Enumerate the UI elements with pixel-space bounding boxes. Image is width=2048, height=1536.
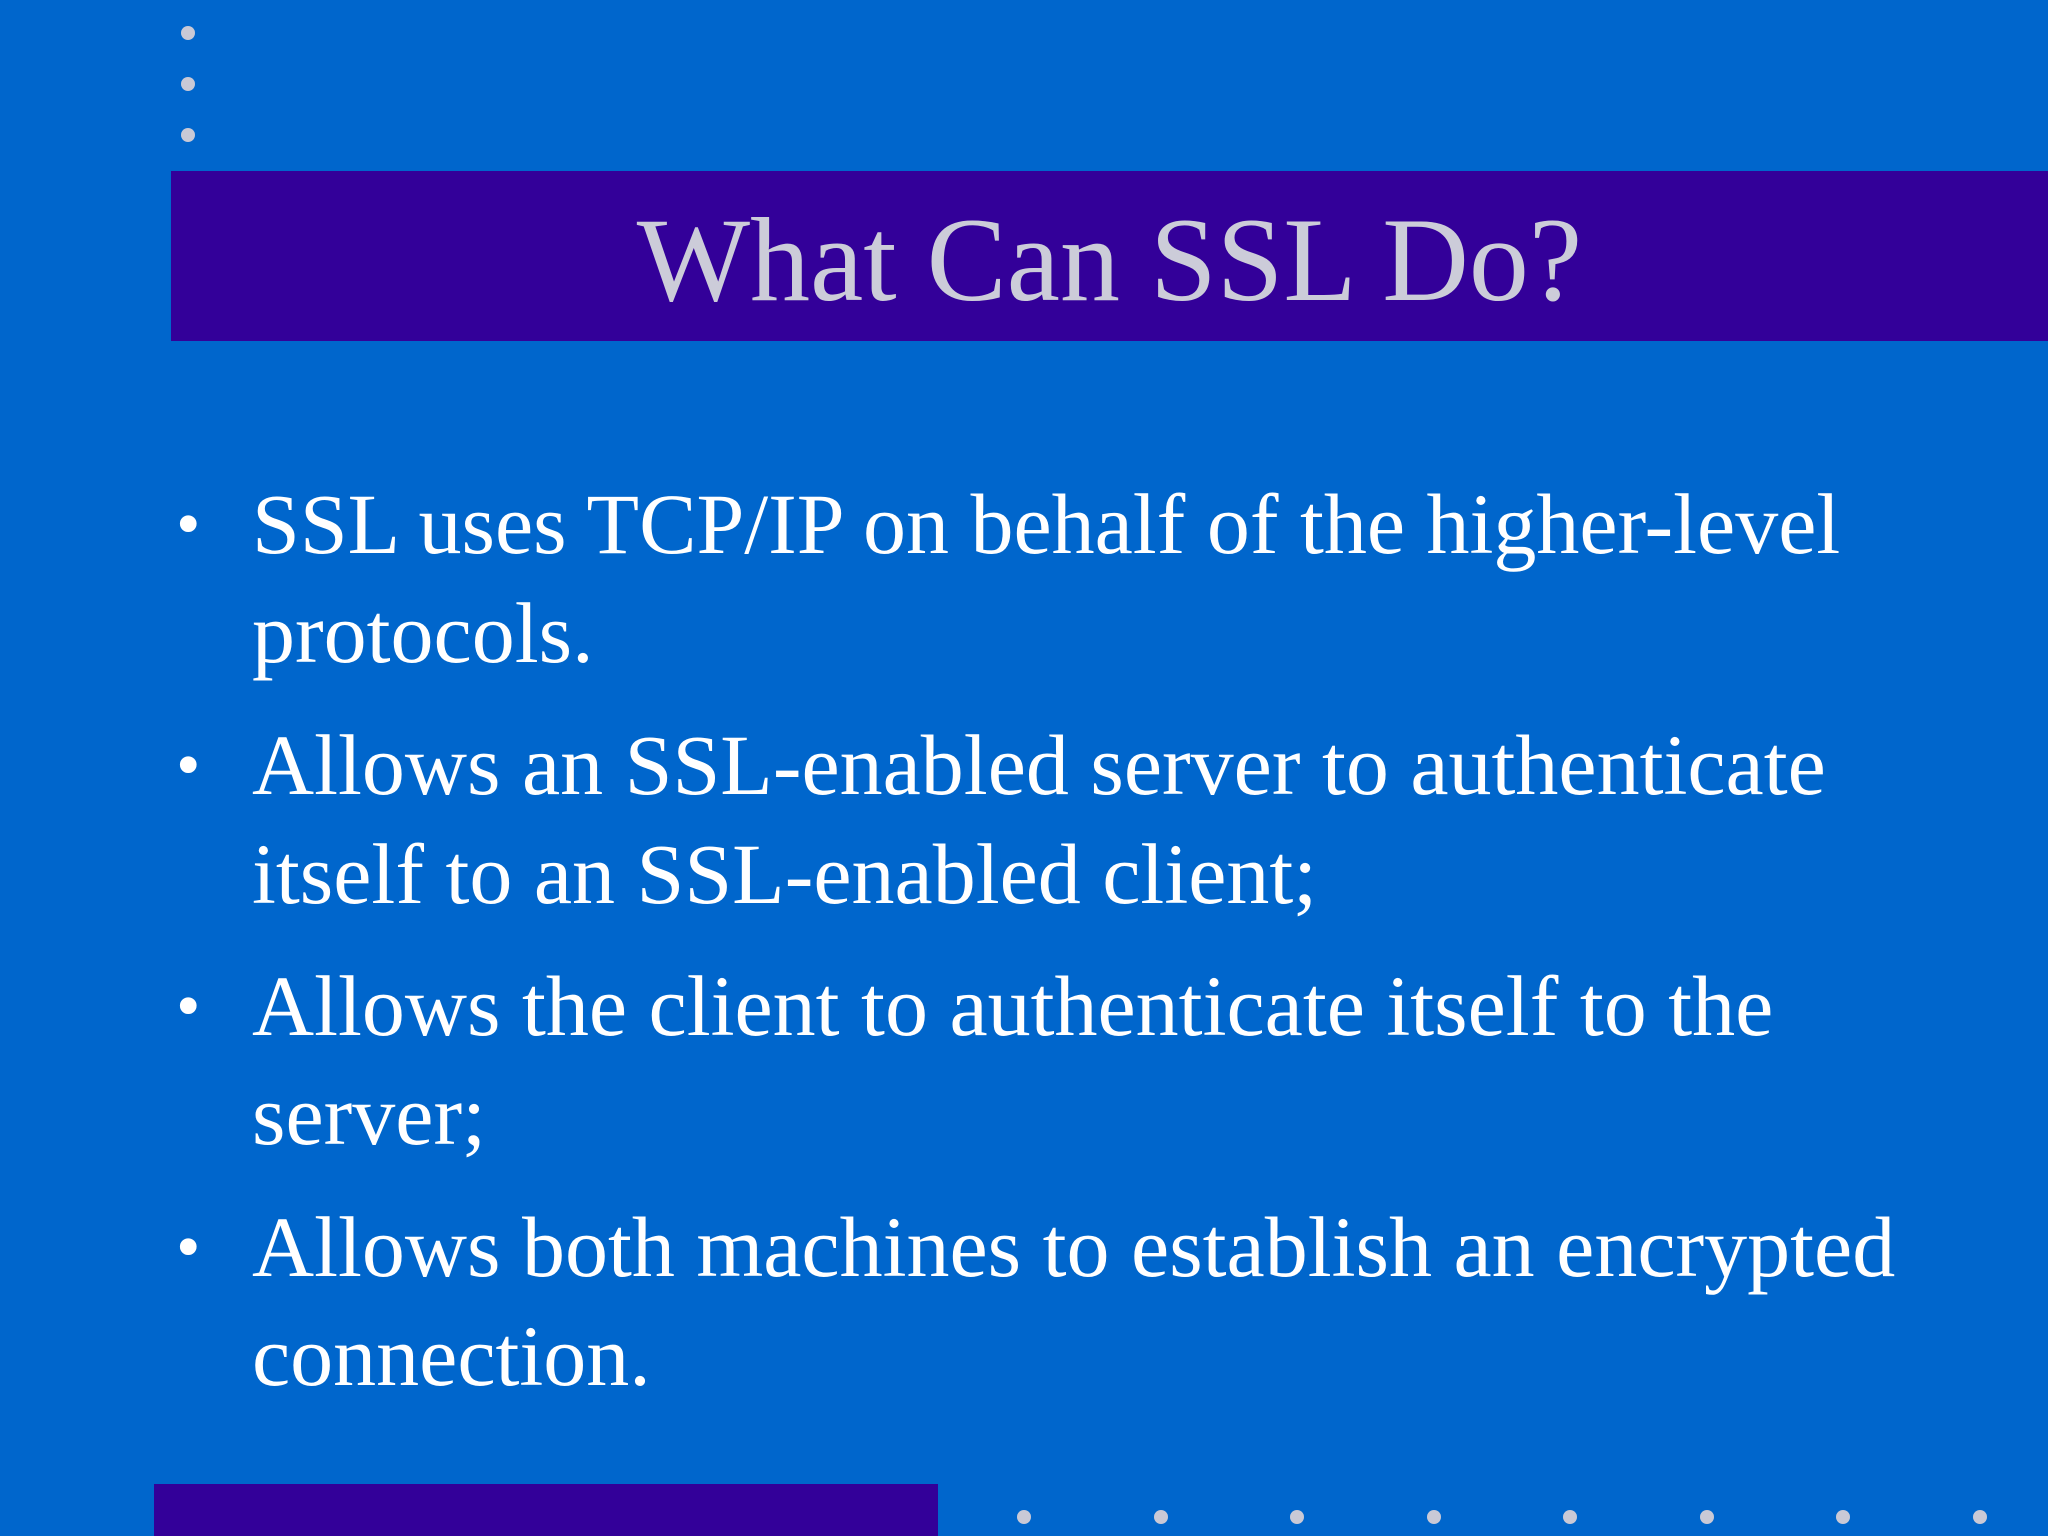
bullet-text: SSL uses TCP/IP on behalf of the higher-…	[252, 476, 1841, 681]
bullet-icon: •	[176, 486, 201, 563]
bullet-icon: •	[176, 968, 201, 1045]
decorative-dot	[1973, 1510, 1987, 1524]
bottom-band	[154, 1484, 938, 1536]
bullet-item: • SSL uses TCP/IP on behalf of the highe…	[176, 470, 1896, 688]
bullet-text: Allows both machines to establish an enc…	[252, 1199, 1896, 1404]
decorative-dot	[1700, 1510, 1714, 1524]
decorative-dot	[1563, 1510, 1577, 1524]
slide-title: What Can SSL Do?	[636, 193, 1583, 326]
bullet-icon: •	[176, 1209, 201, 1286]
decorative-dot	[1017, 1510, 1031, 1524]
bullet-item: • Allows the client to authenticate itse…	[176, 952, 1896, 1170]
bullet-text: Allows an SSL-enabled server to authenti…	[252, 717, 1826, 922]
bullet-item: • Allows both machines to establish an e…	[176, 1193, 1896, 1411]
bullet-text: Allows the client to authenticate itself…	[252, 958, 1774, 1163]
decorative-dot	[181, 77, 195, 91]
decorative-dot	[1427, 1510, 1441, 1524]
decorative-dot	[181, 26, 195, 40]
decorative-dot	[1836, 1510, 1850, 1524]
bullet-list: • SSL uses TCP/IP on behalf of the highe…	[176, 470, 1896, 1434]
bullet-icon: •	[176, 727, 201, 804]
decorative-dot	[1154, 1510, 1168, 1524]
decorative-dot	[1290, 1510, 1304, 1524]
title-band: What Can SSL Do?	[171, 171, 2048, 341]
decorative-dot	[181, 128, 195, 142]
bullet-item: • Allows an SSL-enabled server to authen…	[176, 711, 1896, 929]
